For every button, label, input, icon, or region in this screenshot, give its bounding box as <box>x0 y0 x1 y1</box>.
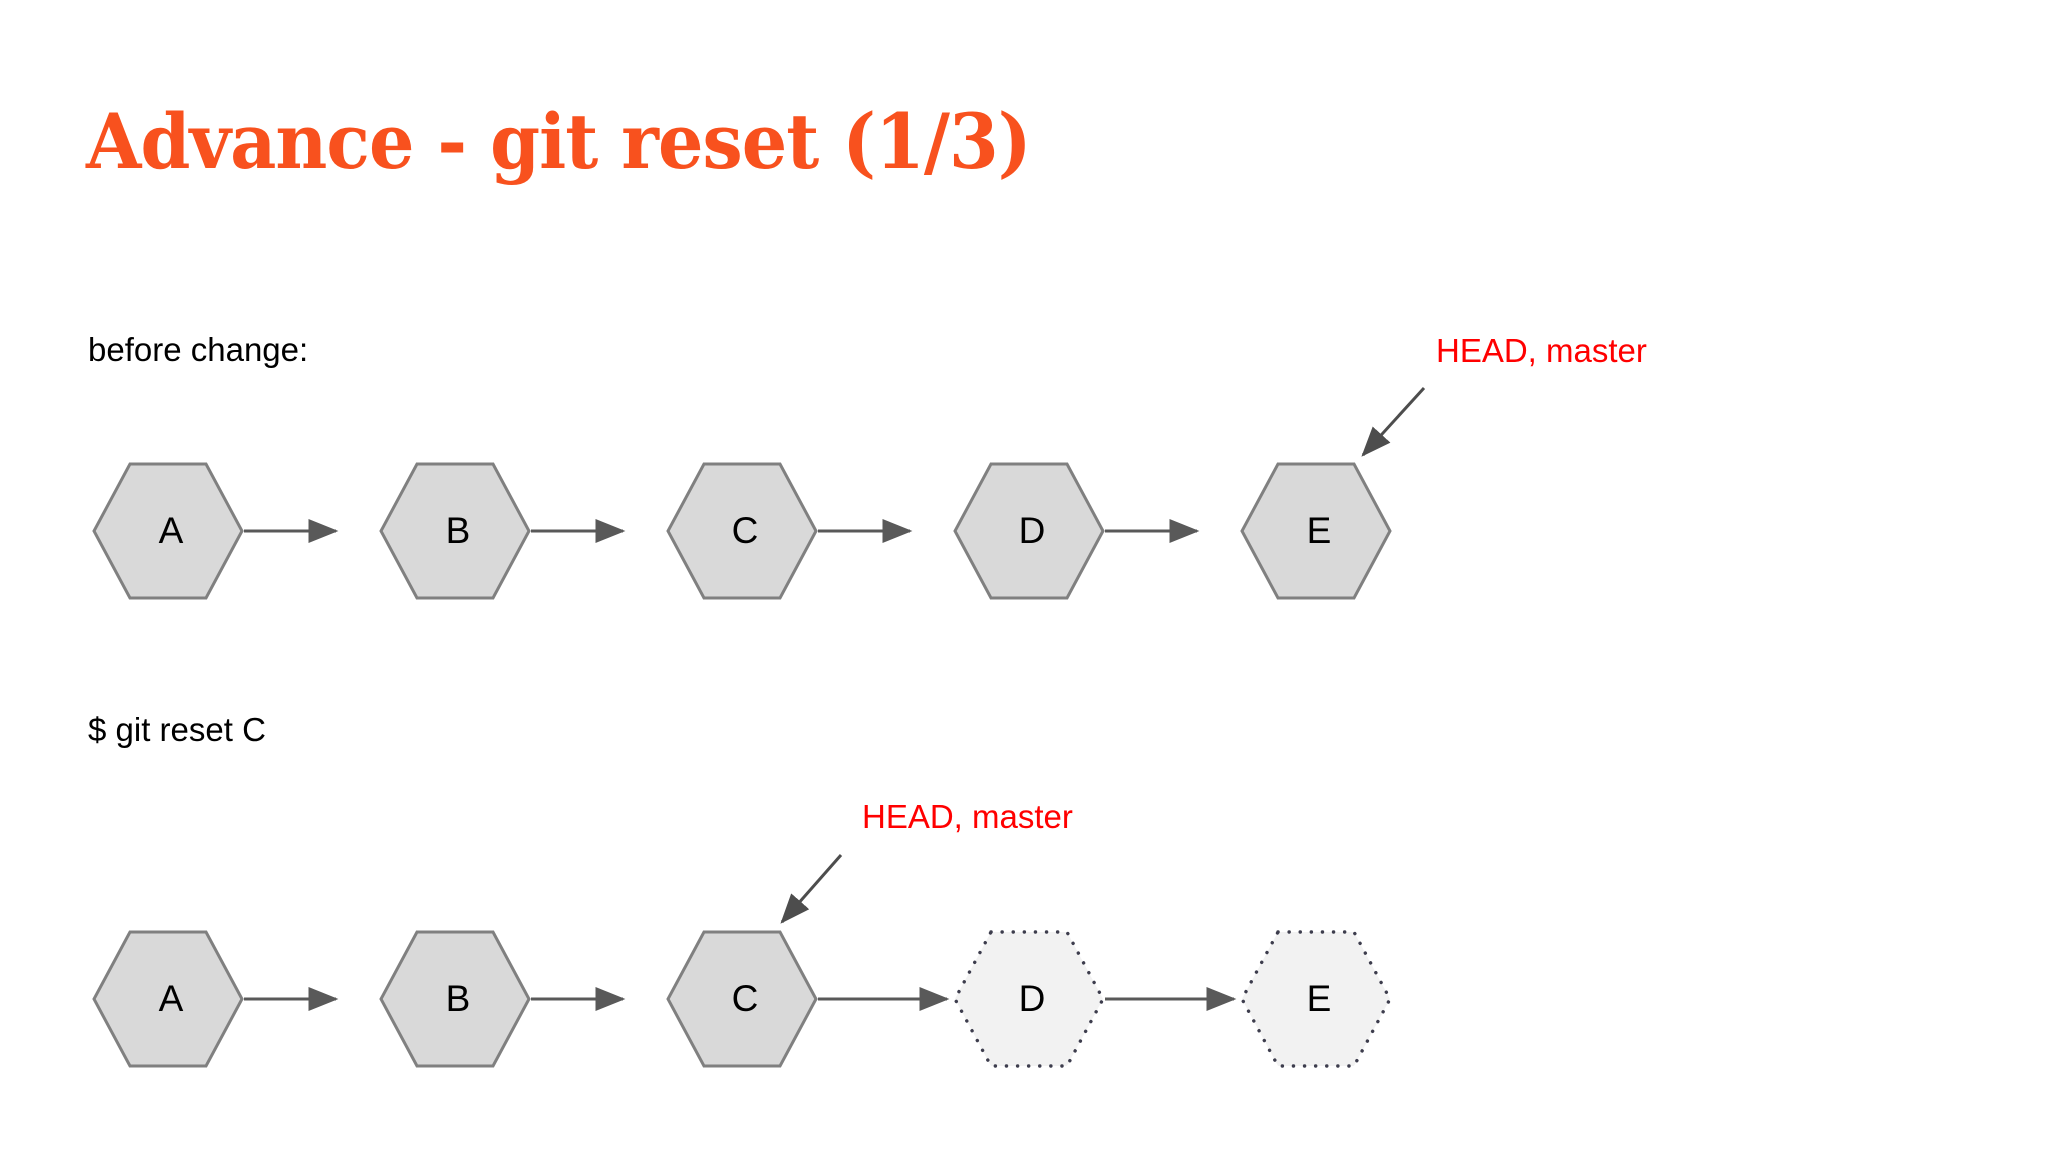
commit-node-label: D <box>1018 978 1046 1019</box>
hexagon-shape <box>379 930 531 1068</box>
commit-node-a-before[interactable]: A <box>92 462 244 600</box>
commit-node-d-after-orphaned[interactable]: D <box>953 930 1105 1068</box>
commit-node-label: E <box>1306 978 1332 1019</box>
commit-node-c-before[interactable]: C <box>666 462 818 600</box>
hexagon-shape <box>92 930 244 1068</box>
commit-node-label: A <box>158 978 184 1019</box>
commit-node-label: A <box>158 510 184 551</box>
head-master-label-before: HEAD, master <box>1436 332 1647 369</box>
hexagon-shape-dotted <box>953 930 1105 1068</box>
page-title: Advance - git reset (1/3) <box>86 97 1032 186</box>
git-reset-command-caption: $ git reset C <box>88 711 266 748</box>
commit-node-b-after[interactable]: B <box>379 930 531 1068</box>
commit-node-e-before[interactable]: E <box>1240 462 1392 600</box>
commit-node-c-after[interactable]: C <box>666 930 818 1068</box>
commit-node-d-before[interactable]: D <box>953 462 1105 600</box>
hexagon-shape <box>92 462 244 600</box>
hexagon-shape <box>953 462 1105 600</box>
commit-node-a-after[interactable]: A <box>92 930 244 1068</box>
before-change-caption: before change: <box>88 331 309 368</box>
commit-node-label: C <box>731 510 759 551</box>
commit-node-label: B <box>445 510 471 551</box>
commit-node-label: D <box>1018 510 1046 551</box>
hexagon-shape <box>379 462 531 600</box>
hexagon-shape-dotted <box>1240 930 1392 1068</box>
hexagon-shape <box>666 930 818 1068</box>
commit-node-b-before[interactable]: B <box>379 462 531 600</box>
head-master-label-after: HEAD, master <box>862 798 1073 835</box>
commit-node-label: B <box>445 978 471 1019</box>
commit-node-label: C <box>731 978 759 1019</box>
hexagon-shape <box>1240 462 1392 600</box>
hexagon-shape <box>666 462 818 600</box>
commit-node-e-after-orphaned[interactable]: E <box>1240 930 1392 1068</box>
commit-node-label: E <box>1306 510 1332 551</box>
